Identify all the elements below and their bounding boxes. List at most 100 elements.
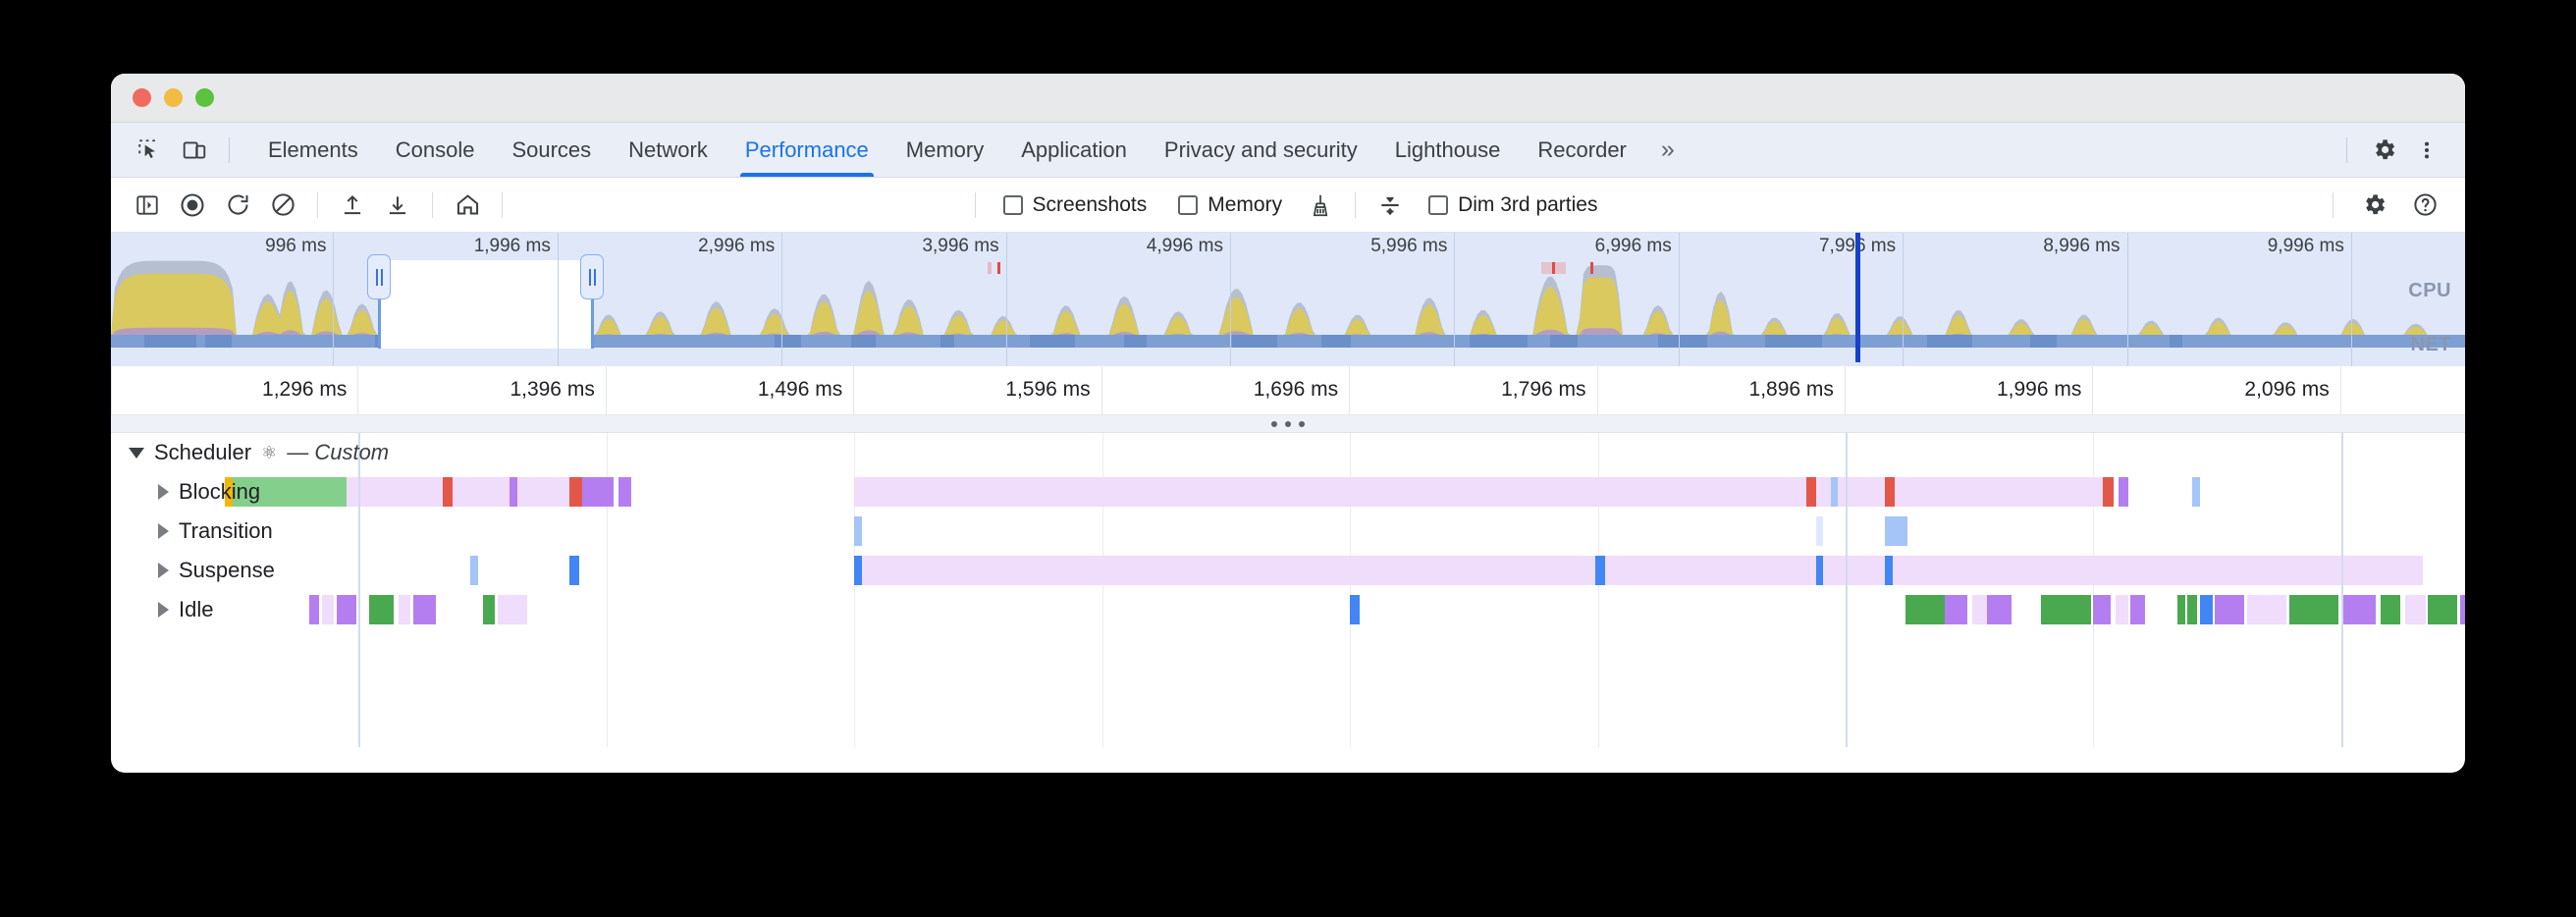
tab-elements[interactable]: Elements bbox=[249, 123, 377, 177]
tab-recorder[interactable]: Recorder bbox=[1519, 123, 1644, 177]
tab-application[interactable]: Application bbox=[1002, 123, 1146, 177]
clear-icon[interactable] bbox=[260, 184, 305, 227]
flame-chart-event[interactable] bbox=[1830, 477, 1839, 507]
flame-chart-track-row[interactable]: Suspense bbox=[111, 551, 2465, 590]
tab-network[interactable]: Network bbox=[610, 123, 726, 177]
flame-chart-event[interactable] bbox=[308, 595, 320, 624]
track-label-idle[interactable]: Idle bbox=[111, 590, 213, 629]
overview-selected-window[interactable] bbox=[379, 260, 593, 349]
flame-chart-event[interactable] bbox=[1595, 556, 1606, 585]
more-options-kebab-icon[interactable] bbox=[2406, 130, 2447, 171]
flame-chart-event[interactable] bbox=[2199, 595, 2213, 624]
flame-chart-track-row[interactable]: Blocking bbox=[111, 472, 2465, 512]
tab-performance[interactable]: Performance bbox=[726, 123, 887, 177]
inspect-element-icon[interactable] bbox=[129, 130, 170, 171]
flame-chart-event[interactable] bbox=[854, 477, 2104, 507]
flame-chart-event[interactable] bbox=[861, 556, 1606, 585]
download-profile-icon[interactable] bbox=[375, 184, 420, 227]
close-window-button[interactable] bbox=[133, 88, 151, 107]
home-landing-page-icon[interactable] bbox=[445, 184, 490, 227]
flame-chart-event[interactable] bbox=[510, 477, 517, 507]
flame-chart-event[interactable] bbox=[1815, 516, 1824, 546]
flame-chart-event[interactable] bbox=[568, 477, 582, 507]
flame-chart-event[interactable] bbox=[2340, 595, 2377, 624]
flame-chart-event[interactable] bbox=[2041, 595, 2091, 624]
flame-chart-event[interactable] bbox=[1885, 477, 1896, 507]
flame-chart-event[interactable] bbox=[336, 595, 356, 624]
track-label-suspense[interactable]: Suspense bbox=[111, 551, 275, 590]
checkbox-box[interactable] bbox=[1178, 194, 1199, 215]
checkbox-box[interactable] bbox=[1002, 194, 1023, 215]
overview-playhead-marker[interactable] bbox=[1854, 233, 1860, 362]
flame-chart-event[interactable] bbox=[1815, 556, 1824, 585]
flame-chart-event[interactable] bbox=[2177, 595, 2185, 624]
selection-left-handle[interactable] bbox=[367, 254, 392, 299]
minimize-window-button[interactable] bbox=[164, 88, 183, 107]
help-question-icon[interactable] bbox=[2402, 184, 2447, 227]
flame-chart-event[interactable] bbox=[2118, 477, 2128, 507]
flame-chart-event[interactable] bbox=[2246, 595, 2287, 624]
flame-chart-event[interactable] bbox=[1905, 595, 1945, 624]
tab-privacy-and-security[interactable]: Privacy and security bbox=[1146, 123, 1376, 177]
flame-chart-event[interactable] bbox=[2459, 595, 2465, 624]
flame-chart-event[interactable] bbox=[854, 516, 862, 546]
record-icon[interactable] bbox=[170, 184, 215, 227]
flame-chart-event[interactable] bbox=[232, 477, 347, 507]
track-label-transition[interactable]: Transition bbox=[111, 512, 273, 551]
flame-chart-event[interactable] bbox=[1885, 516, 1908, 546]
expand-triangle-icon[interactable] bbox=[158, 602, 169, 618]
flame-chart-event[interactable] bbox=[1971, 595, 1987, 624]
screenshots-checkbox[interactable]: Screenshots bbox=[988, 193, 1163, 217]
flame-chart-event[interactable] bbox=[854, 556, 862, 585]
checkbox-box[interactable] bbox=[1428, 194, 1449, 215]
flame-chart-event[interactable] bbox=[1986, 595, 2012, 624]
flame-chart-event[interactable] bbox=[482, 595, 496, 624]
flame-chart-event[interactable] bbox=[412, 595, 436, 624]
flame-chart-track-row[interactable]: Idle bbox=[111, 590, 2465, 629]
capture-settings-gear-icon[interactable] bbox=[2351, 184, 2396, 227]
memory-checkbox[interactable]: Memory bbox=[1162, 193, 1298, 217]
device-toolbar-icon[interactable] bbox=[174, 130, 215, 171]
expand-triangle-icon[interactable] bbox=[158, 563, 169, 578]
flame-chart-event[interactable] bbox=[2187, 595, 2198, 624]
flame-chart-event[interactable] bbox=[2116, 595, 2128, 624]
flame-chart-event[interactable] bbox=[2405, 595, 2426, 624]
flame-chart-event[interactable] bbox=[2428, 595, 2458, 624]
collapse-triangle-icon[interactable] bbox=[129, 447, 144, 458]
zoom-window-button[interactable] bbox=[195, 88, 214, 107]
flame-chart-event[interactable] bbox=[1605, 556, 2424, 585]
settings-gear-icon[interactable] bbox=[2363, 130, 2404, 171]
flame-chart-track-row[interactable]: Transition bbox=[111, 512, 2465, 551]
expand-collapse-arrows-icon[interactable] bbox=[1368, 184, 1413, 227]
flame-chart-event[interactable] bbox=[568, 556, 580, 585]
flame-chart-event[interactable] bbox=[581, 477, 615, 507]
track-label-blocking[interactable]: Blocking bbox=[111, 472, 260, 512]
flame-chart-event[interactable] bbox=[2192, 477, 2200, 507]
group-header-label[interactable]: Scheduler⚛— Custom bbox=[111, 433, 389, 472]
flame-chart-event[interactable] bbox=[1350, 595, 1361, 624]
flame-chart-event[interactable] bbox=[1805, 477, 1816, 507]
flame-chart-event[interactable] bbox=[225, 477, 233, 507]
selection-right-handle[interactable] bbox=[580, 254, 605, 299]
toggle-sidebar-icon[interactable] bbox=[125, 184, 170, 227]
collect-garbage-broom-icon[interactable] bbox=[1298, 184, 1343, 227]
flame-chart-event[interactable] bbox=[2093, 595, 2112, 624]
reload-and-record-icon[interactable] bbox=[215, 184, 260, 227]
flame-chart-event[interactable] bbox=[1885, 556, 1893, 585]
flame-chart-event[interactable] bbox=[321, 595, 335, 624]
flame-chart-event[interactable] bbox=[1944, 595, 1967, 624]
tab-sources[interactable]: Sources bbox=[493, 123, 610, 177]
pane-resizer-handle[interactable] bbox=[111, 415, 2465, 433]
flame-chart-event[interactable] bbox=[443, 477, 454, 507]
tab-console[interactable]: Console bbox=[377, 123, 494, 177]
expand-triangle-icon[interactable] bbox=[158, 484, 169, 500]
flame-chart-event[interactable] bbox=[497, 595, 528, 624]
flame-chart-event[interactable] bbox=[2215, 595, 2245, 624]
flame-chart-event[interactable] bbox=[2381, 595, 2401, 624]
upload-profile-icon[interactable] bbox=[330, 184, 375, 227]
flame-chart-event[interactable] bbox=[2103, 477, 2114, 507]
flame-chart-event[interactable] bbox=[618, 477, 632, 507]
flame-chart-event[interactable] bbox=[398, 595, 411, 624]
